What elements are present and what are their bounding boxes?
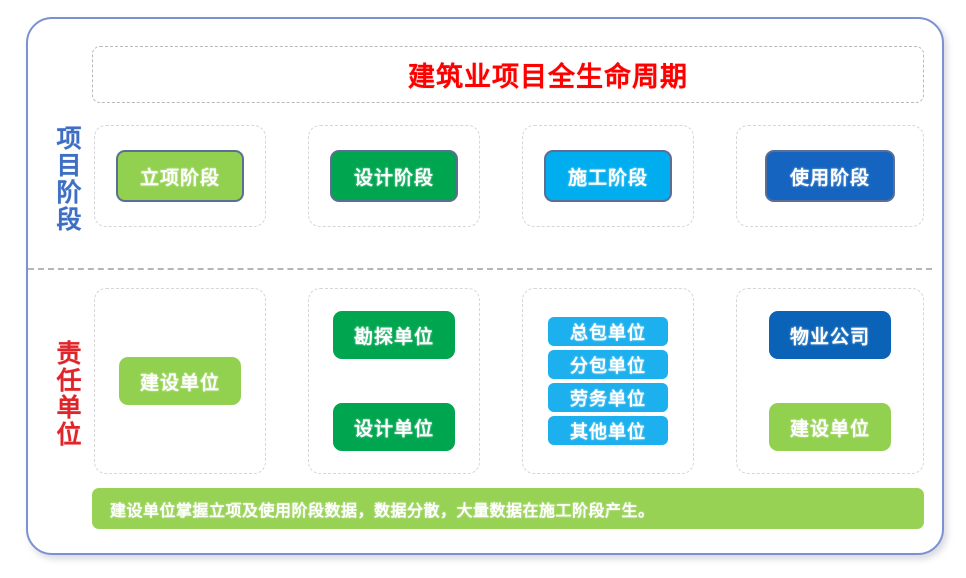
unit-cell-1[interactable]: 建设单位 xyxy=(94,288,266,474)
unit-chip-wuye[interactable]: 物业公司 xyxy=(769,311,891,359)
unit-chip-kantan[interactable]: 勘探单位 xyxy=(333,311,455,359)
unit-chip-jianshe-1[interactable]: 建设单位 xyxy=(119,357,241,405)
unit-label-char-3: 单 xyxy=(56,394,82,422)
stage-cell-4[interactable]: 使用阶段 xyxy=(736,125,924,227)
stage-chip-liuxiang[interactable]: 立项阶段 xyxy=(116,150,244,202)
unit-chip-laowu[interactable]: 劳务单位 xyxy=(548,383,668,412)
section-label-stage: 项 目 阶 段 xyxy=(52,116,86,244)
stage-cell-3[interactable]: 施工阶段 xyxy=(522,125,694,227)
unit-chip-fenbao[interactable]: 分包单位 xyxy=(548,350,668,379)
unit-cell-3[interactable]: 总包单位 分包单位 劳务单位 其他单位 xyxy=(522,288,694,474)
stage-chip-construction[interactable]: 施工阶段 xyxy=(544,150,672,202)
stage-cell-2[interactable]: 设计阶段 xyxy=(308,125,480,227)
unit-cell-2[interactable]: 勘探单位 设计单位 xyxy=(308,288,480,474)
section-label-unit: 责 任 单 位 xyxy=(52,310,86,480)
stage-label-char-2: 目 xyxy=(56,152,82,180)
stage-chip-design[interactable]: 设计阶段 xyxy=(330,150,458,202)
lifecycle-card: 建筑业项目全生命周期 项 目 阶 段 立项阶段 设计阶段 施工阶段 使用阶段 责… xyxy=(26,17,944,555)
unit-chip-zongbao[interactable]: 总包单位 xyxy=(548,317,668,346)
unit-label-char-2: 任 xyxy=(56,367,82,395)
unit-stack-4: 物业公司 建设单位 xyxy=(769,311,891,451)
unit-label-char-1: 责 xyxy=(56,340,82,368)
stage-label-char-4: 段 xyxy=(56,206,82,234)
page-title: 建筑业项目全生命周期 xyxy=(408,62,688,92)
unit-stack-1: 建设单位 xyxy=(119,357,241,405)
unit-cell-4[interactable]: 物业公司 建设单位 xyxy=(736,288,924,474)
stage-label-char-1: 项 xyxy=(56,125,82,153)
unit-chip-qita[interactable]: 其他单位 xyxy=(548,416,668,445)
section-divider xyxy=(28,268,932,270)
unit-stack-2: 勘探单位 设计单位 xyxy=(333,311,455,451)
stage-cell-1[interactable]: 立项阶段 xyxy=(94,125,266,227)
summary-banner: 建设单位掌握立项及使用阶段数据，数据分散，大量数据在施工阶段产生。 xyxy=(92,488,924,529)
title-container: 建筑业项目全生命周期 xyxy=(92,46,924,103)
unit-chip-sheji[interactable]: 设计单位 xyxy=(333,403,455,451)
stage-chip-usage[interactable]: 使用阶段 xyxy=(765,150,895,202)
unit-label-char-4: 位 xyxy=(56,421,82,449)
stage-label-char-3: 阶 xyxy=(56,179,82,207)
unit-chip-jianshe-2[interactable]: 建设单位 xyxy=(769,403,891,451)
unit-stack-3: 总包单位 分包单位 劳务单位 其他单位 xyxy=(548,317,668,445)
